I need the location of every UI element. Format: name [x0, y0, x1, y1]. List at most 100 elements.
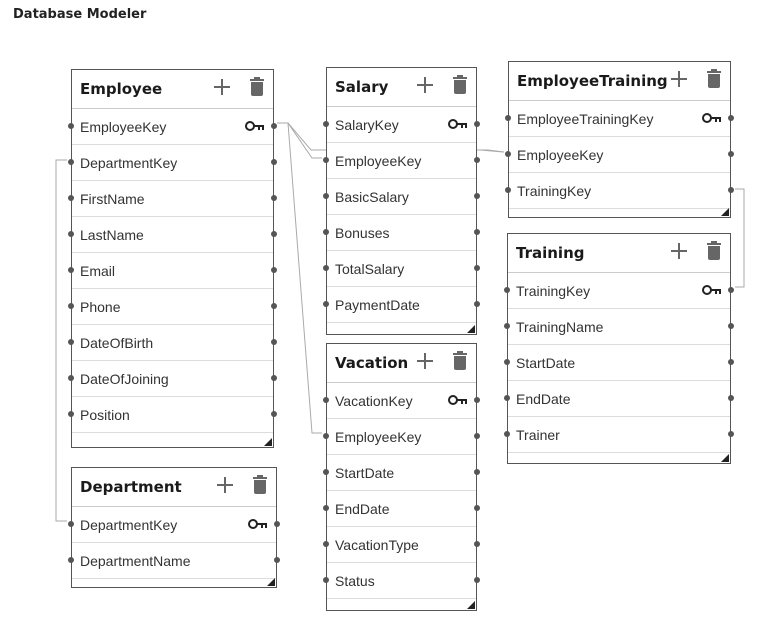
delete-table-button[interactable] — [250, 77, 264, 98]
delete-table-button[interactable] — [707, 241, 721, 262]
connector-port-right[interactable] — [728, 151, 734, 157]
connector-port-left[interactable] — [504, 287, 510, 293]
connector-port-left[interactable] — [68, 303, 74, 309]
field-row[interactable]: TrainingKey — [505, 173, 734, 209]
connector-port-left[interactable] — [323, 229, 329, 235]
connector-port-right[interactable] — [474, 193, 480, 199]
connector-port-left[interactable] — [505, 187, 511, 193]
resize-handle[interactable] — [467, 601, 475, 609]
connector-port-right[interactable] — [271, 123, 277, 129]
field-row[interactable]: PaymentDate — [323, 287, 480, 323]
field-row[interactable]: Status — [323, 563, 480, 599]
connector-port-left[interactable] — [323, 469, 329, 475]
connector-port-left[interactable] — [68, 159, 74, 165]
delete-table-button[interactable] — [453, 75, 467, 96]
connector-port-right[interactable] — [474, 157, 480, 163]
connector-port-right[interactable] — [271, 411, 277, 417]
connector-port-right[interactable] — [474, 505, 480, 511]
connector-port-right[interactable] — [271, 267, 277, 273]
field-row[interactable]: StartDate — [323, 455, 480, 491]
connector-port-right[interactable] — [474, 433, 480, 439]
field-row[interactable]: DateOfJoining — [68, 361, 277, 397]
field-row[interactable]: DepartmentName — [68, 543, 280, 579]
connector-port-right[interactable] — [271, 375, 277, 381]
connector-port-left[interactable] — [323, 505, 329, 511]
connector-port-left[interactable] — [68, 267, 74, 273]
connector-port-right[interactable] — [271, 195, 277, 201]
connector-port-left[interactable] — [68, 521, 74, 527]
field-row[interactable]: TrainingKey — [504, 273, 734, 309]
field-row[interactable]: Position — [68, 397, 277, 433]
connector-port-left[interactable] — [68, 411, 74, 417]
connector-port-left[interactable] — [323, 541, 329, 547]
connector-port-left[interactable] — [323, 301, 329, 307]
field-row[interactable]: EndDate — [323, 491, 480, 527]
connector-port-right[interactable] — [728, 287, 734, 293]
connector-port-left[interactable] — [68, 375, 74, 381]
resize-handle[interactable] — [721, 208, 729, 216]
field-row[interactable]: TotalSalary — [323, 251, 480, 287]
delete-table-button[interactable] — [707, 69, 721, 90]
connector-port-left[interactable] — [323, 577, 329, 583]
field-row[interactable]: DepartmentKey — [68, 145, 277, 181]
field-row[interactable]: VacationType — [323, 527, 480, 563]
connector-port-left[interactable] — [323, 265, 329, 271]
field-row[interactable]: Trainer — [504, 417, 734, 453]
resize-handle[interactable] — [721, 454, 729, 462]
field-row[interactable]: DateOfBirth — [68, 325, 277, 361]
connector-port-left[interactable] — [323, 121, 329, 127]
connector-port-left[interactable] — [323, 397, 329, 403]
field-row[interactable]: EmployeeKey — [323, 419, 480, 455]
field-row[interactable]: BasicSalary — [323, 179, 480, 215]
field-row[interactable]: EndDate — [504, 381, 734, 417]
connector-port-right[interactable] — [474, 541, 480, 547]
resize-handle[interactable] — [267, 578, 275, 586]
connector-port-left[interactable] — [504, 359, 510, 365]
connector-port-right[interactable] — [274, 557, 280, 563]
connector-port-right[interactable] — [728, 431, 734, 437]
connector-port-left[interactable] — [505, 151, 511, 157]
field-row[interactable]: Email — [68, 253, 277, 289]
add-field-button[interactable] — [415, 74, 435, 96]
field-row[interactable]: EmployeeKey — [323, 143, 480, 179]
connector-port-left[interactable] — [323, 433, 329, 439]
connector-port-left[interactable] — [504, 395, 510, 401]
field-row[interactable]: Phone — [68, 289, 277, 325]
connector-port-right[interactable] — [271, 303, 277, 309]
connector-port-right[interactable] — [474, 301, 480, 307]
connector-port-right[interactable] — [728, 395, 734, 401]
connector-port-right[interactable] — [474, 397, 480, 403]
field-row[interactable]: FirstName — [68, 181, 277, 217]
field-row[interactable]: StartDate — [504, 345, 734, 381]
field-row[interactable]: EmployeeKey — [505, 137, 734, 173]
delete-table-button[interactable] — [453, 351, 467, 372]
connector-port-left[interactable] — [68, 195, 74, 201]
add-field-button[interactable] — [212, 76, 232, 98]
connector-port-right[interactable] — [474, 469, 480, 475]
connector-port-left[interactable] — [323, 193, 329, 199]
add-field-button[interactable] — [215, 474, 235, 496]
connector-port-left[interactable] — [68, 123, 74, 129]
connector-port-right[interactable] — [474, 229, 480, 235]
connector-port-right[interactable] — [271, 231, 277, 237]
connector-port-right[interactable] — [728, 115, 734, 121]
connector-port-right[interactable] — [728, 323, 734, 329]
connector-port-right[interactable] — [474, 121, 480, 127]
connector-port-right[interactable] — [271, 339, 277, 345]
connector-port-left[interactable] — [323, 157, 329, 163]
connector-port-right[interactable] — [728, 187, 734, 193]
connector-port-right[interactable] — [474, 577, 480, 583]
connector-port-right[interactable] — [474, 265, 480, 271]
resize-handle[interactable] — [467, 325, 475, 333]
connector-port-left[interactable] — [68, 557, 74, 563]
connector-port-left[interactable] — [505, 115, 511, 121]
resize-handle[interactable] — [264, 438, 272, 446]
field-row[interactable]: LastName — [68, 217, 277, 253]
delete-table-button[interactable] — [253, 475, 267, 496]
connector-port-left[interactable] — [504, 431, 510, 437]
field-row[interactable]: VacationKey — [323, 383, 480, 419]
